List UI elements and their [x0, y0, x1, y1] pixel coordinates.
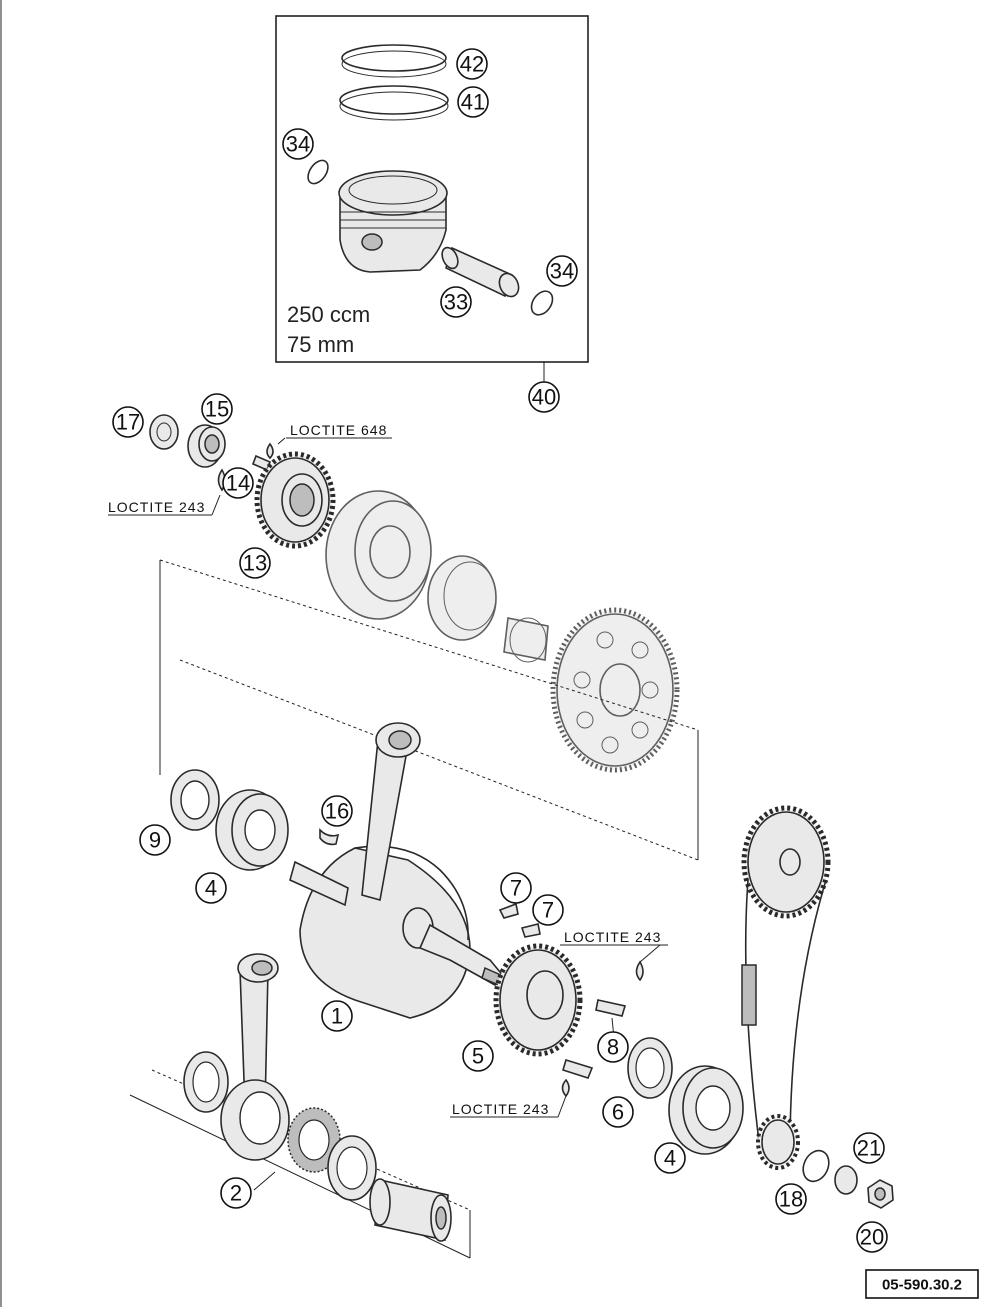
note-loctite-648: LOCTITE 648	[290, 422, 387, 438]
circlip-18	[802, 1149, 830, 1183]
drawing-code-box: 05-590.30.2	[865, 1269, 979, 1299]
key-7a	[498, 902, 519, 919]
loctite-drop-648	[266, 442, 274, 460]
callout-15: 15	[201, 393, 233, 425]
svg-text:16: 16	[325, 799, 349, 824]
callout-1: 1	[321, 1000, 353, 1032]
svg-text:20: 20	[860, 1225, 884, 1250]
callout-34-right: 34	[546, 255, 578, 287]
set-screw	[251, 454, 272, 472]
needle-bearing-17	[149, 414, 179, 450]
conrod-kit-2	[183, 953, 452, 1242]
callout-16: 16	[321, 795, 353, 827]
seal-9	[170, 769, 220, 831]
shim-6	[627, 1037, 673, 1099]
balancer-gear-13	[254, 451, 336, 549]
svg-text:8: 8	[607, 1035, 619, 1060]
svg-text:7: 7	[542, 898, 554, 923]
piston-ring-top-edge	[341, 50, 447, 78]
svg-text:9: 9	[149, 828, 161, 853]
callout-13: 13	[239, 547, 271, 579]
primary-gear-5	[493, 943, 583, 1057]
svg-text:41: 41	[461, 90, 485, 115]
piston-kit-group: 250 ccm 75 mm	[275, 15, 589, 382]
circlip-left	[307, 159, 329, 185]
callout-6: 6	[602, 1096, 634, 1128]
chain-guide	[741, 964, 757, 1026]
callout-33: 33	[440, 286, 472, 318]
callout-7-lower: 7	[532, 894, 564, 926]
callout-17: 17	[112, 406, 144, 438]
callout-42: 42	[456, 48, 488, 80]
note-loctite-243-mid: LOCTITE 243	[564, 929, 661, 945]
loctite-drop-mid	[635, 960, 644, 982]
piston-ring-top	[341, 44, 447, 72]
washer-21	[834, 1165, 858, 1195]
piston	[338, 170, 448, 273]
callout-14: 14	[222, 467, 254, 499]
timing-chain-assembly	[741, 805, 831, 1170]
key-7b	[520, 923, 541, 938]
loctite-drop-low	[561, 1078, 570, 1098]
piston-bore-label: 75 mm	[287, 332, 354, 357]
main-bearing-4-right	[668, 1065, 744, 1155]
callout-4-left: 4	[195, 872, 227, 904]
callout-5: 5	[462, 1040, 494, 1072]
main-bearing-4-left	[215, 789, 289, 871]
callout-4-right: 4	[654, 1142, 686, 1174]
svg-text:21: 21	[857, 1136, 881, 1161]
svg-text:17: 17	[116, 410, 140, 435]
note-loctite-243-top: LOCTITE 243	[108, 499, 205, 515]
callout-40: 40	[528, 381, 560, 413]
svg-text:34: 34	[550, 259, 574, 284]
callout-41: 41	[457, 86, 489, 118]
drawing-code: 05-590.30.2	[882, 1277, 962, 1294]
svg-text:14: 14	[226, 471, 250, 496]
callout-8: 8	[597, 1031, 629, 1063]
svg-text:5: 5	[472, 1044, 484, 1069]
svg-text:18: 18	[779, 1187, 803, 1212]
svg-text:40: 40	[532, 385, 556, 410]
callout-34-left: 34	[282, 128, 314, 160]
callout-21: 21	[853, 1132, 885, 1164]
svg-text:33: 33	[444, 290, 468, 315]
svg-text:7: 7	[510, 876, 522, 901]
svg-text:13: 13	[243, 551, 267, 576]
svg-text:4: 4	[205, 876, 217, 901]
callout-18: 18	[775, 1183, 807, 1215]
svg-text:42: 42	[460, 52, 484, 77]
svg-text:34: 34	[286, 132, 310, 157]
crankshaft-1	[289, 722, 513, 1019]
callout-7-upper: 7	[500, 872, 532, 904]
callout-20: 20	[856, 1221, 888, 1253]
piston-kit-frame	[275, 15, 589, 363]
piston-displacement-label: 250 ccm	[287, 302, 370, 327]
svg-text:6: 6	[612, 1100, 624, 1125]
starter-gear	[550, 607, 680, 773]
screw-8-upper	[595, 999, 627, 1017]
callout-2: 2	[220, 1177, 252, 1209]
svg-text:2: 2	[230, 1181, 242, 1206]
svg-text:4: 4	[664, 1146, 676, 1171]
nut-20	[867, 1179, 894, 1209]
piston-ring-second-edge	[339, 91, 449, 121]
screw-8-lower	[562, 1058, 594, 1079]
circlip-right	[530, 290, 554, 316]
starter-assembly	[325, 490, 680, 773]
piston-ring-second	[339, 85, 449, 115]
woodruff-key-16	[319, 828, 340, 846]
balancer-drive-group	[108, 414, 392, 549]
svg-text:15: 15	[205, 397, 229, 422]
callout-9: 9	[139, 824, 171, 856]
piston-pin	[441, 246, 520, 298]
svg-text:1: 1	[331, 1004, 343, 1029]
note-loctite-243-low: LOCTITE 243	[452, 1101, 549, 1117]
needle-bearing	[503, 617, 549, 661]
